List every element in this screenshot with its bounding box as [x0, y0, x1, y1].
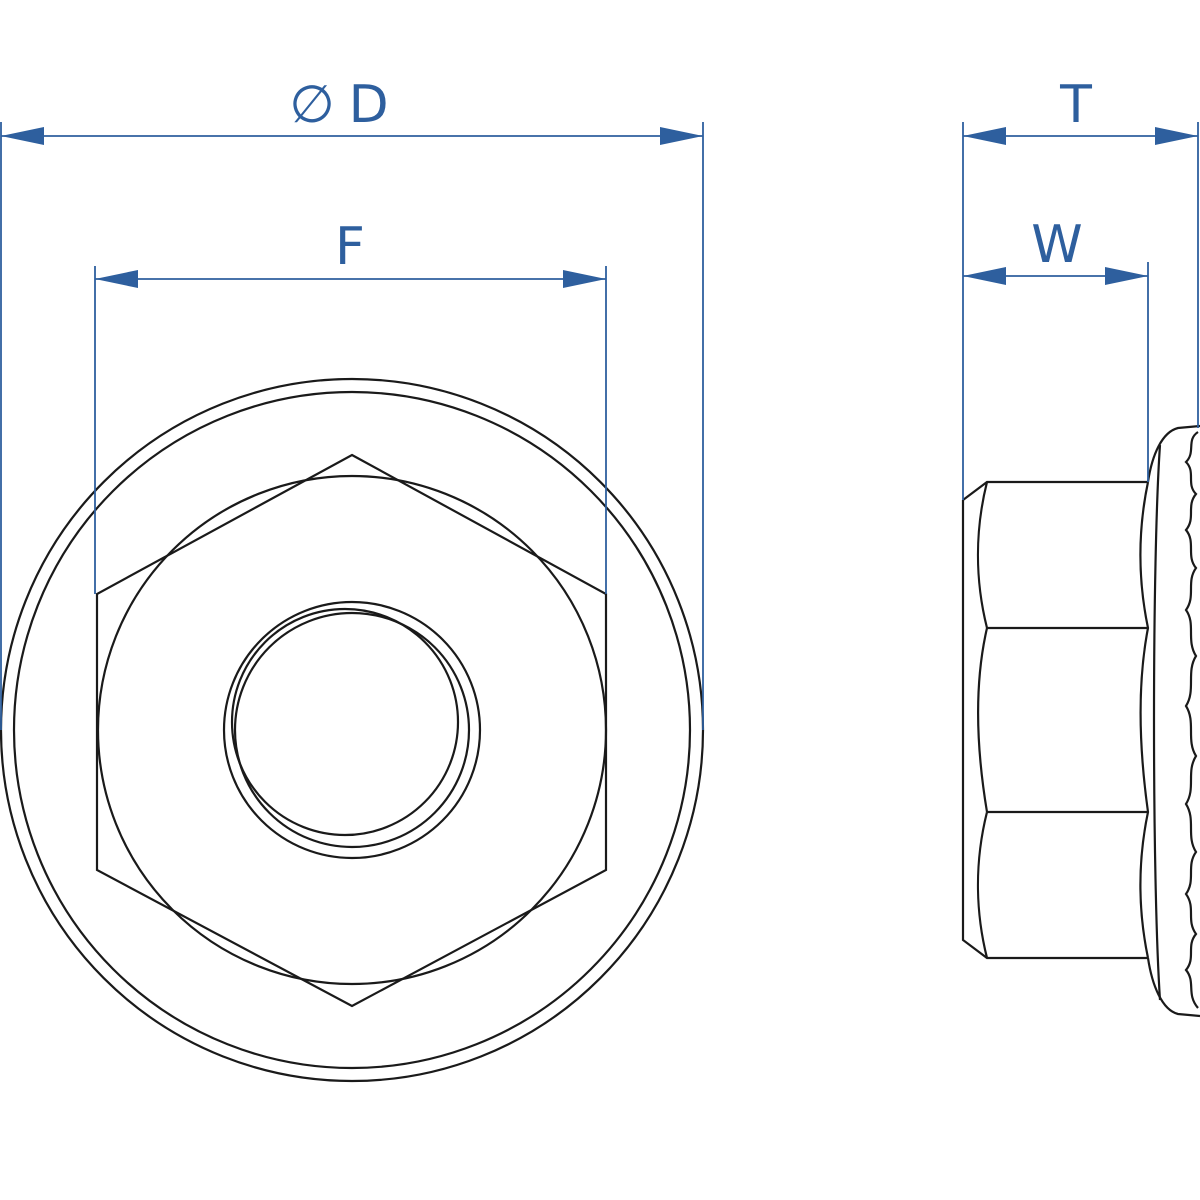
dimension-label: W — [1031, 215, 1082, 275]
arrowhead-left — [963, 127, 1006, 145]
thread-outer-circle — [222, 600, 482, 860]
dimension-label: T — [1059, 75, 1092, 135]
arrowhead-right — [1155, 127, 1198, 145]
serration-profile — [1184, 431, 1199, 1009]
side-view — [961, 424, 1200, 1018]
dimension-hex-width: W — [963, 215, 1149, 482]
dimension-outer-diameter: ∅D — [0, 75, 704, 730]
dimension-label: ∅D — [289, 75, 388, 135]
flange-inner-circle — [12, 390, 692, 1070]
dimension-across-flats: F — [94, 217, 607, 594]
flange-outer-circle — [0, 378, 704, 1082]
front-view — [0, 378, 704, 1082]
arrowhead-left — [1, 127, 44, 145]
arrowhead-right — [563, 270, 606, 288]
hex-outline — [95, 453, 608, 1008]
arrowhead-right — [660, 127, 703, 145]
flange-face-line — [1152, 444, 1162, 1001]
dimension-total-thickness: T — [962, 75, 1199, 500]
dimension-label: F — [335, 217, 365, 277]
bore-circle-1 — [233, 611, 471, 849]
hex-face-curves — [976, 481, 989, 959]
hex-body-outline — [961, 480, 1148, 960]
hex-chamfer-circle — [96, 474, 608, 986]
diameter-symbol: ∅ — [289, 75, 334, 135]
hex-flange-junction — [1139, 481, 1150, 959]
arrowhead-left — [963, 267, 1006, 285]
arrowhead-right — [1105, 267, 1148, 285]
diameter-letter: D — [349, 75, 389, 135]
bore-circle-2 — [230, 607, 460, 837]
arrowhead-left — [95, 270, 138, 288]
flange-top-curve — [1146, 424, 1200, 483]
